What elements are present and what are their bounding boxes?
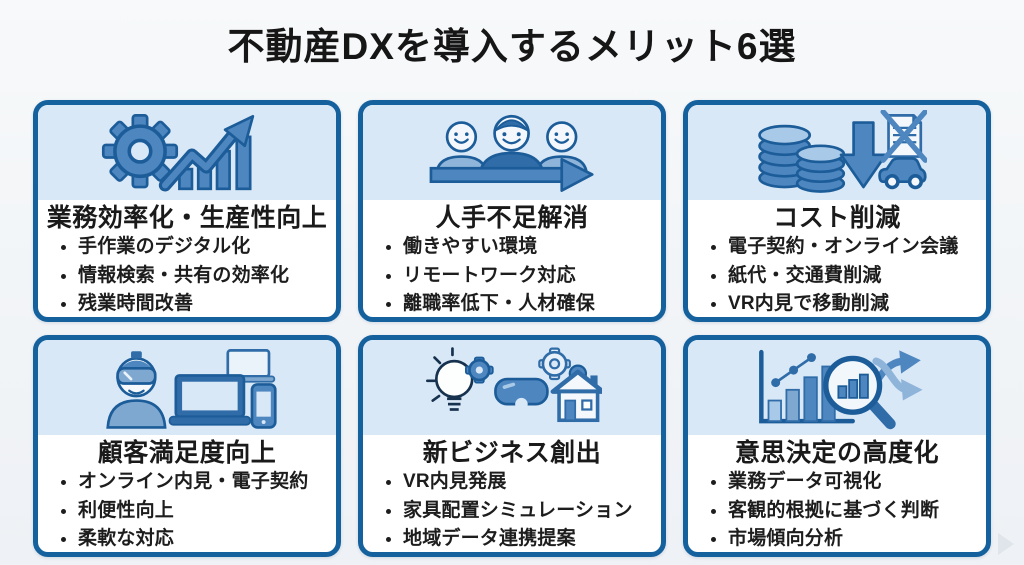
bullet-item: 離職率低下・人材確保 <box>403 292 653 317</box>
benefit-card-decision: 意思決定の高度化 業務データ可視化 客観的根拠に基づく判断 市場傾向分析 <box>683 335 991 557</box>
growth-arrow-glyph <box>159 114 255 192</box>
coin-stack-front-glyph <box>796 143 846 193</box>
corner-watermark <box>998 533 1014 555</box>
page-title: 不動産DXを導入するメリット6選 <box>227 26 797 67</box>
idea-bulb-vr-house-icon <box>426 346 602 422</box>
card-bullets: 働きやすい環境 リモートワーク対応 離職率低下・人材確保 <box>377 235 653 317</box>
team-forward-arrow-icon <box>430 114 594 192</box>
crossed-document-glyph <box>880 109 927 163</box>
gear-growth-chart-icon <box>102 113 255 192</box>
card-bullets: 電子契約・オンライン会議 紙代・交通費削減 VR内見で移動削減 <box>702 235 978 317</box>
card-body: 新ビジネス創出 VR内見発展 家具配置シミュレーション 地域データ連携提案 <box>363 435 661 552</box>
vr-goggles-glyph <box>494 377 550 410</box>
bullet-item: オンライン内見・電子契約 <box>78 470 328 495</box>
forward-arrow-glyph <box>430 157 594 192</box>
bullet-item: 家具配置シミュレーション <box>403 499 653 524</box>
card-icon-panel <box>38 340 336 435</box>
benefit-card-newbusiness: 新ビジネス創出 VR内見発展 家具配置シミュレーション 地域データ連携提案 <box>358 335 666 557</box>
card-heading: 新ビジネス創出 <box>422 439 602 467</box>
car-glyph <box>878 156 927 189</box>
card-body: 顧客満足度向上 オンライン内見・電子契約 利便性向上 柔軟な対応 <box>38 435 336 552</box>
bullet-item: 地域データ連携提案 <box>403 527 653 552</box>
card-heading: 人手不足解消 <box>435 204 589 232</box>
down-arrow-glyph <box>840 120 888 188</box>
bullet-item: 柔軟な対応 <box>78 527 328 552</box>
bullet-item: 利便性向上 <box>78 499 328 524</box>
bullet-item: VR内見発展 <box>403 470 653 495</box>
bullet-item: 電子契約・オンライン会議 <box>728 235 978 260</box>
gear-glyph <box>102 113 179 188</box>
benefit-card-efficiency: 業務効率化・生産性向上 手作業のデジタル化 情報検索・共有の効率化 残業時間改善 <box>33 100 341 322</box>
card-body: 意思決定の高度化 業務データ可視化 客観的根拠に基づく判断 市場傾向分析 <box>688 435 986 552</box>
card-bullets: VR内見発展 家具配置シミュレーション 地域データ連携提案 <box>377 470 653 552</box>
card-heading: 業務効率化・生産性向上 <box>46 204 328 232</box>
card-body: 人手不足解消 働きやすい環境 リモートワーク対応 離職率低下・人材確保 <box>363 200 661 317</box>
bullet-item: リモートワーク対応 <box>403 264 653 289</box>
card-bullets: 業務データ可視化 客観的根拠に基づく判断 市場傾向分析 <box>702 470 978 552</box>
analytics-magnifier-shuffle-icon <box>759 349 923 429</box>
benefit-card-labor: 人手不足解消 働きやすい環境 リモートワーク対応 離職率低下・人材確保 <box>358 100 666 322</box>
card-heading: 意思決定の高度化 <box>734 439 939 467</box>
bullet-item: VR内見で移動削減 <box>728 292 978 317</box>
bullet-item: 客観的根拠に基づく判断 <box>728 499 978 524</box>
trend-dots-glyph <box>771 352 817 387</box>
benefit-card-cost: コスト削減 電子契約・オンライン会議 紙代・交通費削減 VR内見で移動削減 <box>683 100 991 322</box>
card-body: 業務効率化・生産性向上 手作業のデジタル化 情報検索・共有の効率化 残業時間改善 <box>38 200 336 317</box>
card-body: コスト削減 電子契約・オンライン会議 紙代・交通費削減 VR内見で移動削減 <box>688 200 986 317</box>
bullet-item: 手作業のデジタル化 <box>78 235 328 260</box>
vr-person-glyph <box>106 350 167 429</box>
card-heading: 顧客満足度向上 <box>97 439 277 467</box>
magnifier-glyph <box>823 355 897 429</box>
benefit-card-customer: 顧客満足度向上 オンライン内見・電子契約 利便性向上 柔軟な対応 <box>33 335 341 557</box>
gear-on-bulb-glyph <box>465 356 495 384</box>
card-icon-panel <box>38 105 336 200</box>
card-icon-panel <box>688 340 986 435</box>
benefit-cards-grid: 業務効率化・生産性向上 手作業のデジタル化 情報検索・共有の効率化 残業時間改善 <box>33 100 991 557</box>
card-heading: コスト削減 <box>773 204 901 232</box>
card-bullets: オンライン内見・電子契約 利便性向上 柔軟な対応 <box>52 470 328 552</box>
card-icon-panel <box>363 105 661 200</box>
house-glyph <box>550 369 602 422</box>
bullet-item: 情報検索・共有の効率化 <box>78 264 328 289</box>
coins-down-arrow-no-paper-car-icon <box>758 109 927 193</box>
bullet-item: 市場傾向分析 <box>728 527 978 552</box>
card-icon-panel <box>363 340 661 435</box>
bullet-item: 働きやすい環境 <box>403 235 653 260</box>
laptop-glyph <box>169 373 252 426</box>
person-center-glyph <box>478 114 546 181</box>
bullet-item: 業務データ可視化 <box>728 470 978 495</box>
vr-user-devices-icon <box>106 348 277 429</box>
small-laptop-glyph <box>221 348 276 383</box>
bullet-item: 紙代・交通費削減 <box>728 264 978 289</box>
lightbulb-glyph <box>426 346 474 411</box>
card-icon-panel <box>688 105 986 200</box>
bullet-item: 残業時間改善 <box>78 292 328 317</box>
smartphone-glyph <box>251 382 277 429</box>
card-bullets: 手作業のデジタル化 情報検索・共有の効率化 残業時間改善 <box>52 235 328 317</box>
shuffle-arrows-glyph <box>871 349 923 401</box>
